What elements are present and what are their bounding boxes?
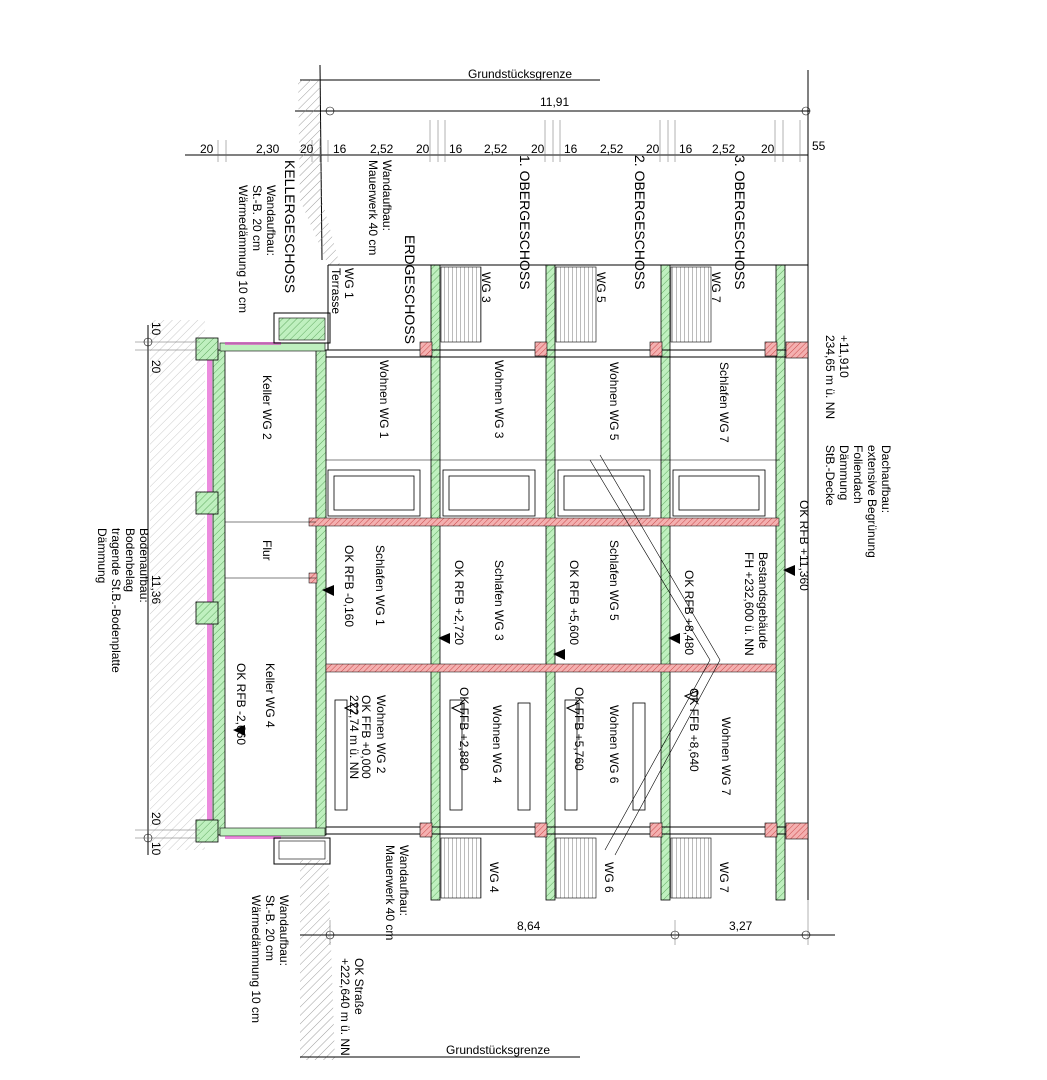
eg-rfb: OK RFB -0,160 xyxy=(342,545,356,627)
floor-build-4: Dämmung xyxy=(95,528,109,583)
schlafen-wg5: Schlafen WG 5 xyxy=(607,540,621,621)
wohnen-wg6: Wohnen WG 6 xyxy=(607,705,621,784)
dim-top-7: 16 xyxy=(449,142,463,156)
wall-note-t-2: Mauerwerk 40 cm xyxy=(366,160,380,255)
dim-left-3: 20 xyxy=(149,812,163,826)
wall-note-t-1: Wandaufbau: xyxy=(380,160,394,231)
existing-1: Bestandsgebäude xyxy=(756,552,770,649)
floor-og2: 2. OBERGESCHOSS xyxy=(632,155,648,290)
top-dimensions: Grundstücksgrenze 11,91 20 2,30 20 16 2,… xyxy=(185,64,826,270)
level-markers xyxy=(233,565,795,736)
left-dimensions: 10 20 11,36 20 10 xyxy=(135,322,200,856)
flur: Flur xyxy=(260,540,274,561)
roof-height-2: 234,65 m ü. NN xyxy=(823,335,837,419)
dim-top-2: 2,30 xyxy=(256,142,280,156)
floor-build-1: Bodenaufbau: xyxy=(137,528,151,603)
dim-top-1: 20 xyxy=(200,142,214,156)
og2-rfb: OK RFB +5,600 xyxy=(567,560,581,645)
floor-build-2: Bodenbelag xyxy=(123,528,137,592)
dim-top-11: 2,52 xyxy=(600,142,624,156)
rotated-labels: KELLERGESCHOSS ERDGESCHOSS 1. OBERGESCHO… xyxy=(95,155,893,1056)
dim-top-9: 20 xyxy=(531,142,545,156)
roof-build-5: StB.-Decke xyxy=(823,445,837,506)
roof-height-1: +11,910 xyxy=(837,335,851,378)
bottom-dimensions: 8,64 3,27 Grundstücksgrenze xyxy=(300,900,835,1058)
eg-nn: 222,74 m ü. NN xyxy=(347,695,361,779)
wohnen-wg4: Wohnen WG 4 xyxy=(490,705,504,784)
wall-note-tl-3: Wärmedämmung 10 cm xyxy=(236,185,250,313)
dim-bottom-1: 8,64 xyxy=(517,919,541,933)
street-2: +222,640 m ü. NN xyxy=(338,958,352,1056)
floor-build-3: tragende St.B.-Bodenplatte xyxy=(109,528,123,673)
overall-width-dim: 11,91 xyxy=(540,95,569,109)
og1-rfb: OK RFB +2,720 xyxy=(452,560,466,645)
wall-note-tl-2: St.-B. 20 cm xyxy=(250,185,264,251)
keller-wg2: Keller WG 2 xyxy=(260,375,274,440)
roof-build-1: Dachaufbau: xyxy=(879,445,893,513)
eg-ffb: OK FFB +0,000 xyxy=(359,695,373,779)
og2-ffb: OK FFB +5,760 xyxy=(572,687,586,771)
building-frame xyxy=(195,264,809,901)
roof-rfb: OK RFB +11,360 xyxy=(797,500,811,591)
wg6-label: WG 6 xyxy=(602,862,616,893)
floor-og3: 3. OBERGESCHOSS xyxy=(732,155,748,290)
keller-rfb: OK RFB -2,660 xyxy=(234,663,248,745)
wohnen-wg2: Wohnen WG 2 xyxy=(374,695,388,774)
dim-top-4: 16 xyxy=(333,142,347,156)
wohnen-wg7: Wohnen WG 7 xyxy=(719,717,733,796)
wg5-label: WG 5 xyxy=(594,272,608,303)
wg7-bottom-label: WG 7 xyxy=(717,862,731,893)
dim-top-14: 2,52 xyxy=(712,142,736,156)
wg1-label: WG 1 xyxy=(342,268,356,299)
roof-build-4: Dämmung xyxy=(837,445,851,500)
dim-top-5: 2,52 xyxy=(370,142,394,156)
floor-keller: KELLERGESCHOSS xyxy=(282,160,298,293)
dim-top-16: 55 xyxy=(812,139,826,153)
street-1: OK Straße xyxy=(352,958,366,1015)
terrasse-label: Terrasse xyxy=(329,268,343,314)
wall-note-bl-1: Wandaufbau: xyxy=(277,895,291,966)
dim-top-12: 20 xyxy=(646,142,660,156)
dim-left-2: 20 xyxy=(149,360,163,374)
dim-left-4: 10 xyxy=(149,842,163,856)
dim-left-1: 10 xyxy=(149,322,163,336)
dim-top-13: 16 xyxy=(679,142,693,156)
dim-top-15: 20 xyxy=(761,142,775,156)
og3-rfb: OK RFB +8,480 xyxy=(682,570,696,655)
wall-note-b-1: Wandaufbau: xyxy=(397,845,411,916)
dim-left-overall: 11,36 xyxy=(149,575,163,604)
existing-2: FH +232,600 ü. NN xyxy=(742,552,756,656)
wg3-label: WG 3 xyxy=(479,272,493,303)
wohnen-wg5: Wohnen WG 5 xyxy=(607,362,621,441)
keller-wg4: Keller WG 4 xyxy=(263,663,277,728)
soil-hatching xyxy=(150,80,340,1060)
wg7-top-label: WG 7 xyxy=(709,272,723,303)
roof-build-2: extensive Begrünung xyxy=(865,445,879,558)
top-boundary-label: Grundstücksgrenze xyxy=(468,67,572,81)
wall-note-bl-2: St.-B. 20 cm xyxy=(263,895,277,961)
schlafen-wg3: Schlafen WG 3 xyxy=(492,560,506,641)
wohnen-wg1: Wohnen WG 1 xyxy=(377,360,391,439)
wall-note-bl-3: Wärmedämmung 10 cm xyxy=(249,895,263,1023)
dim-top-8: 2,52 xyxy=(484,142,508,156)
bottom-boundary-label: Grundstücksgrenze xyxy=(446,1043,550,1057)
og3-ffb: OK FFB +8,640 xyxy=(687,688,701,772)
schlafen-wg1: Schlafen WG 1 xyxy=(373,545,387,626)
wall-note-tl-1: Wandaufbau: xyxy=(264,185,278,256)
wg4-label: WG 4 xyxy=(487,862,501,893)
schlafen-wg7: Schlafen WG 7 xyxy=(717,362,731,443)
wall-note-b-2: Mauerwerk 40 cm xyxy=(383,845,397,940)
floor-eg: ERDGESCHOSS xyxy=(402,235,418,344)
dim-top-10: 16 xyxy=(564,142,578,156)
dim-top-6: 20 xyxy=(416,142,430,156)
roof-build-3: Foliendach xyxy=(851,445,865,504)
wohnen-wg3: Wohnen WG 3 xyxy=(492,360,506,439)
floor-og1: 1. OBERGESCHOSS xyxy=(517,155,533,290)
og1-ffb: OK FFB +2,880 xyxy=(457,687,471,771)
dim-bottom-2: 3,27 xyxy=(729,919,753,933)
